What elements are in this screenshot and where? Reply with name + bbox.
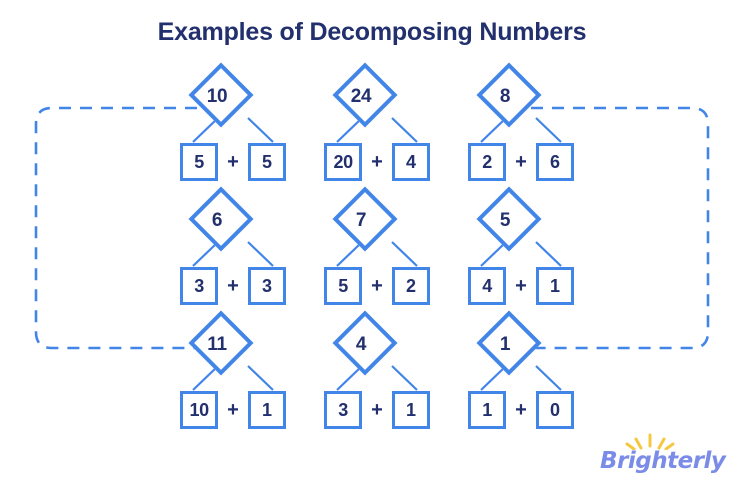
part-right: 0	[535, 391, 574, 429]
bond-connector-lines	[480, 117, 562, 143]
number-bond: 1 1 + 0	[436, 310, 606, 430]
part-left: 2	[468, 143, 507, 181]
part-right: 3	[247, 267, 286, 305]
bond-connector-lines	[480, 365, 562, 391]
part-right: 4	[391, 143, 430, 181]
whole-number-value: 7	[355, 210, 367, 231]
number-bond: 6 3 + 3	[148, 186, 318, 306]
plus-operator: +	[371, 275, 383, 297]
bond-connector-lines	[192, 241, 274, 267]
number-bond: 7 5 + 2	[292, 186, 462, 306]
bond-connector-lines	[480, 241, 562, 267]
plus-operator: +	[227, 275, 239, 297]
whole-number-value: 11	[207, 334, 227, 355]
whole-number-value: 24	[350, 86, 372, 107]
sunburst-icon	[625, 433, 675, 450]
page-title: Examples of Decomposing Numbers	[157, 18, 587, 46]
part-left: 4	[468, 267, 507, 305]
part-right: 1	[391, 391, 430, 429]
whole-number-value: 5	[499, 210, 511, 231]
part-right: 2	[391, 267, 430, 305]
bond-connector-lines	[336, 241, 418, 267]
plus-operator: +	[227, 399, 239, 421]
part-right: 1	[247, 391, 286, 429]
part-right: 5	[247, 143, 286, 181]
parts-row: 5 + 2	[292, 266, 462, 306]
bond-row: 6 3 + 3 7 5 + 2	[0, 186, 744, 306]
bond-connector-lines	[192, 365, 274, 391]
bond-connector-lines	[192, 117, 274, 143]
parts-row: 4 + 1	[436, 266, 606, 306]
number-bond-grid: 10 5 + 5 24 20 + 4	[0, 62, 744, 440]
whole-number-value: 1	[499, 334, 511, 355]
whole-number-value: 8	[499, 86, 511, 107]
parts-row: 10 + 1	[148, 390, 318, 430]
plus-operator: +	[227, 151, 239, 173]
parts-row: 2 + 6	[436, 142, 606, 182]
number-bond: 8 2 + 6	[436, 62, 606, 182]
number-bond: 5 4 + 1	[436, 186, 606, 306]
brand-wordmark: Brighterly	[600, 448, 726, 474]
number-bond: 4 3 + 1	[292, 310, 462, 430]
plus-operator: +	[515, 399, 527, 421]
brand-logo: Brighterly	[600, 424, 726, 474]
part-right: 6	[535, 143, 574, 181]
part-left: 5	[180, 143, 219, 181]
plus-operator: +	[371, 399, 383, 421]
whole-number-value: 10	[206, 86, 228, 107]
parts-row: 3 + 1	[292, 390, 462, 430]
bond-connector-lines	[336, 117, 418, 143]
parts-row: 3 + 3	[148, 266, 318, 306]
number-bond: 11 10 + 1	[148, 310, 318, 430]
bond-connector-lines	[336, 365, 418, 391]
part-right: 1	[535, 267, 574, 305]
part-left: 1	[468, 391, 507, 429]
bond-row: 11 10 + 1 4 3 + 1	[0, 310, 744, 430]
parts-row: 5 + 5	[148, 142, 318, 182]
plus-operator: +	[515, 275, 527, 297]
parts-row: 20 + 4	[292, 142, 462, 182]
part-left: 3	[180, 267, 219, 305]
part-left: 10	[180, 391, 219, 429]
whole-number-value: 6	[211, 210, 223, 231]
plus-operator: +	[515, 151, 527, 173]
part-left: 20	[324, 143, 363, 181]
number-bond: 10 5 + 5	[148, 62, 318, 182]
bond-row: 10 5 + 5 24 20 + 4	[0, 62, 744, 182]
part-left: 3	[324, 391, 363, 429]
plus-operator: +	[371, 151, 383, 173]
number-bond: 24 20 + 4	[292, 62, 462, 182]
parts-row: 1 + 0	[436, 390, 606, 430]
whole-number-value: 4	[355, 334, 367, 355]
part-left: 5	[324, 267, 363, 305]
